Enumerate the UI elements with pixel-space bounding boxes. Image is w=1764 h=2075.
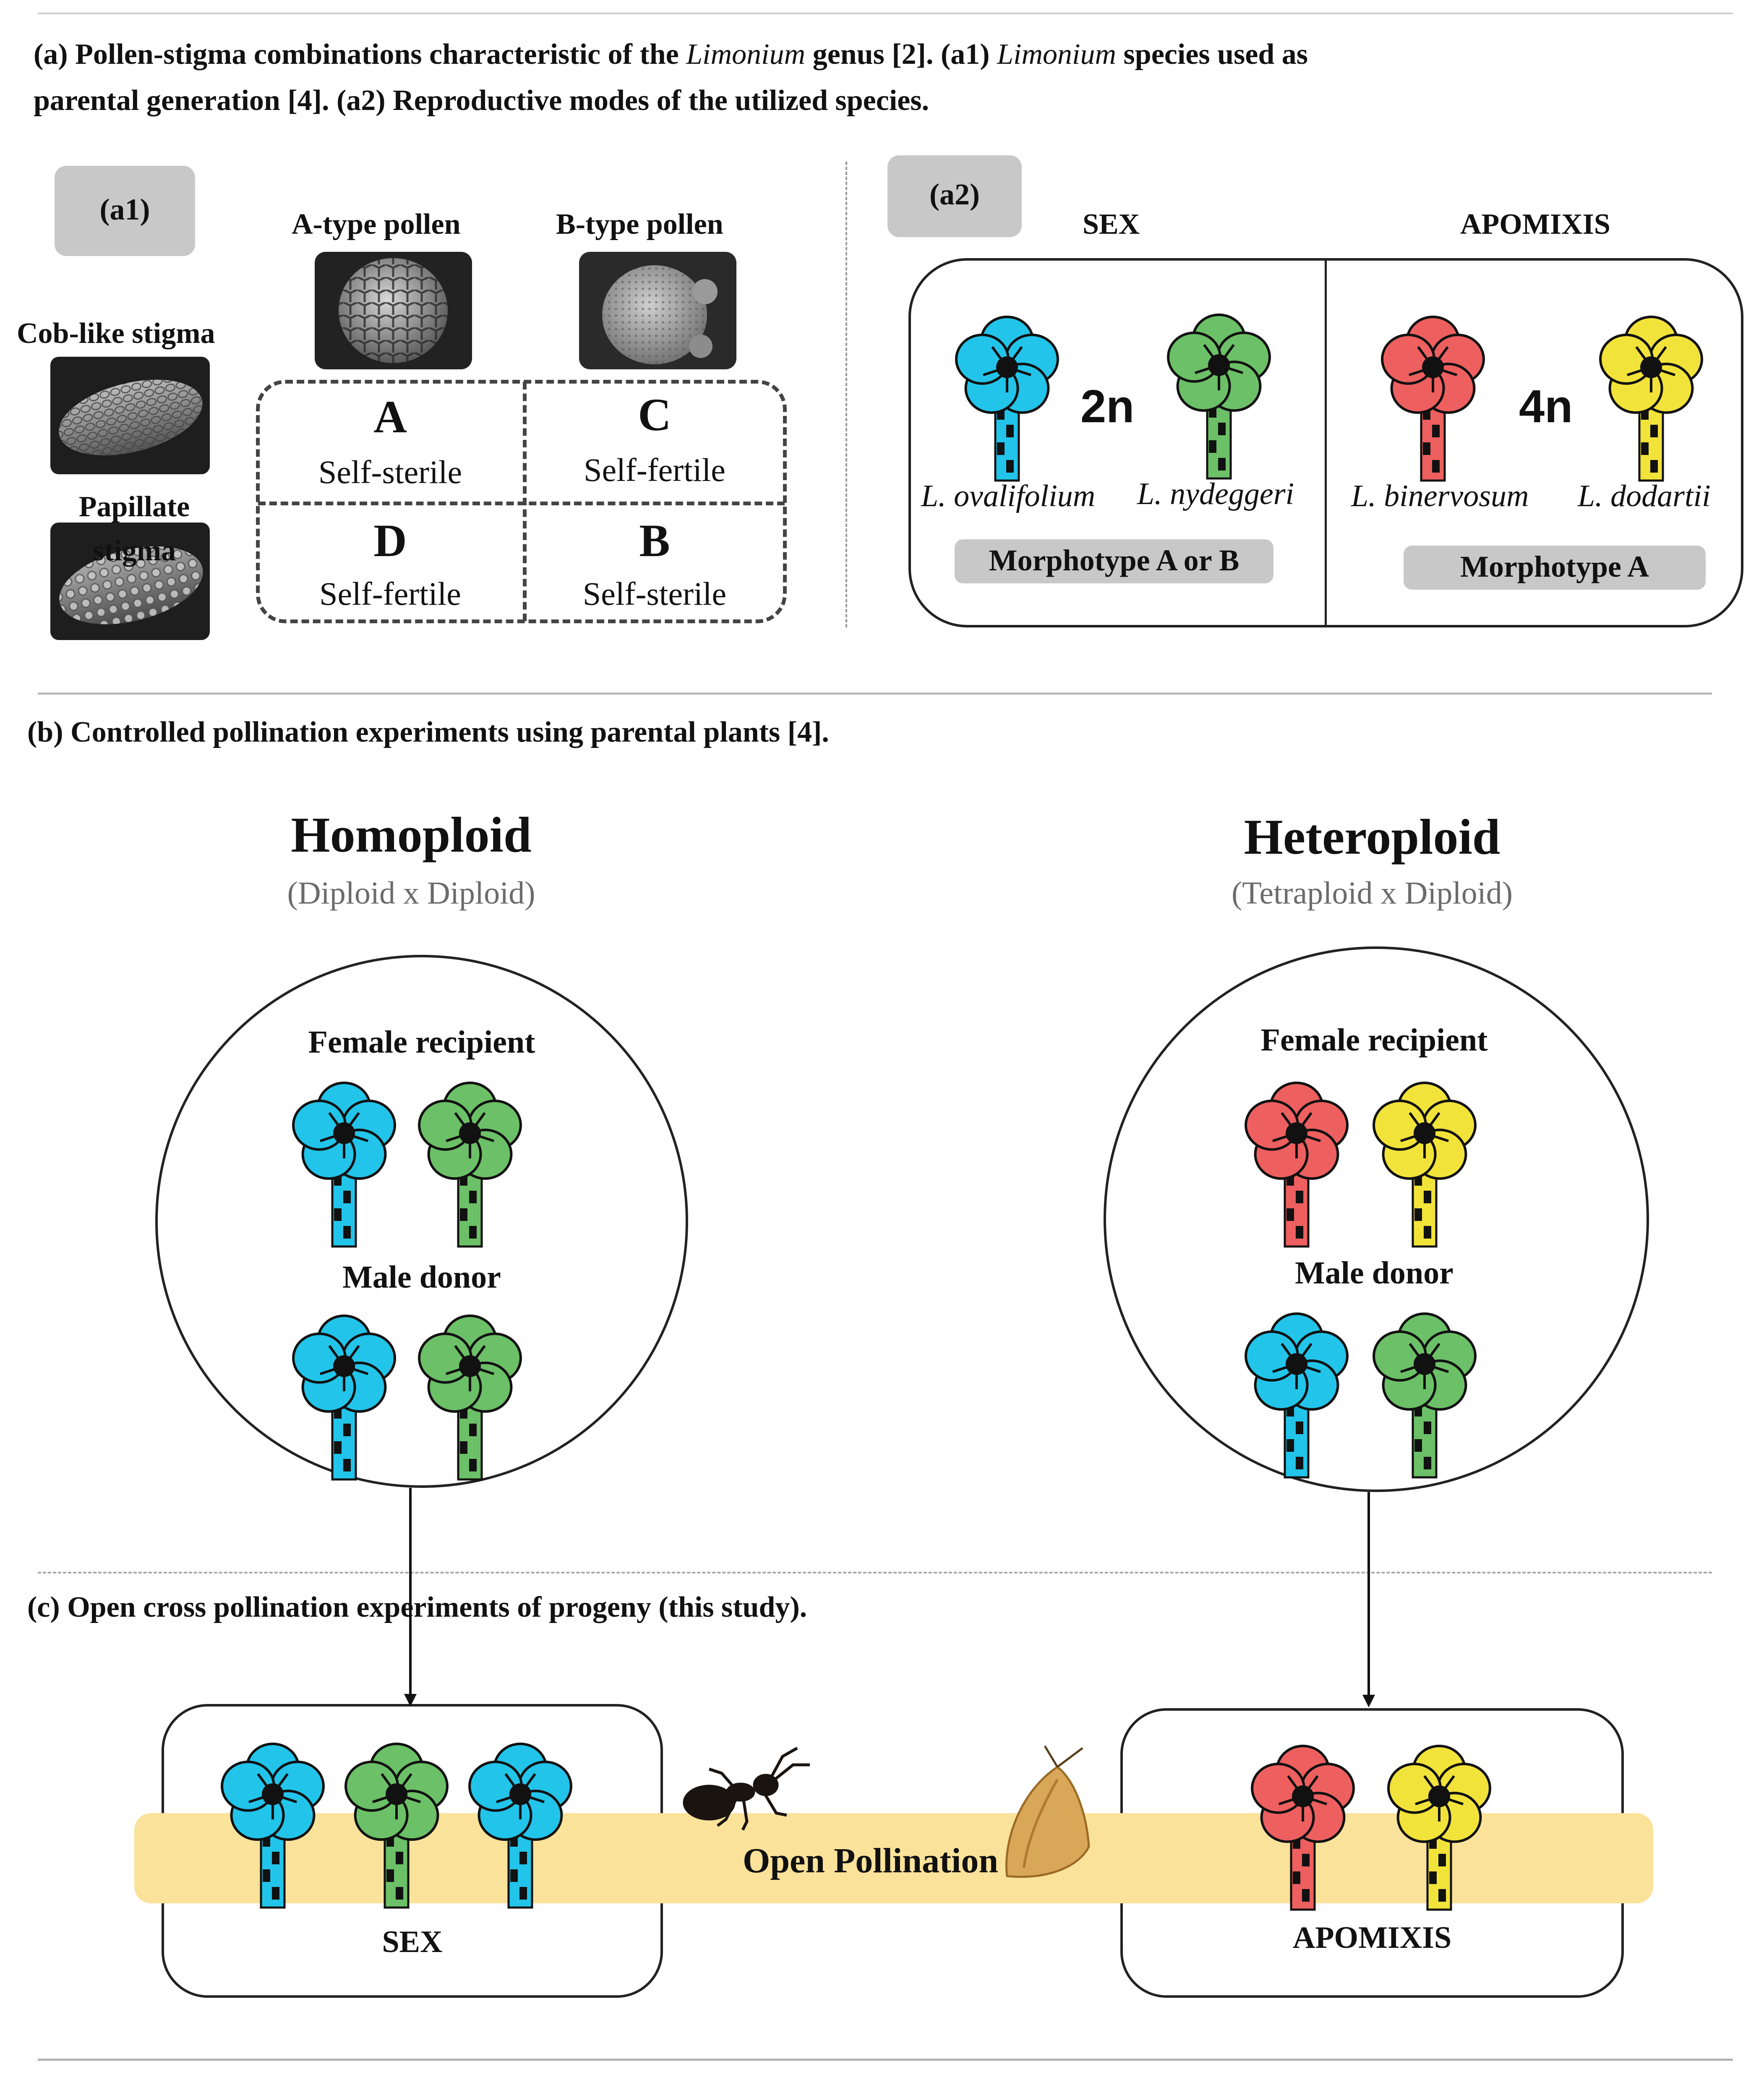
caption-a-genus2: Limonium <box>997 38 1117 71</box>
ant-icon <box>683 1746 810 1831</box>
a2-apomixis-heading: APOMIXIS <box>1460 208 1610 240</box>
morph-left-chip <box>955 539 1273 583</box>
a2-divider <box>1325 259 1327 626</box>
pollen-a-label: A-type pollen <box>292 208 461 240</box>
grid-cell-a-text: Self-sterile <box>318 454 462 490</box>
top-rule <box>38 13 1733 14</box>
heteroploid-subtitle: (Tetraploid x Diploid) <box>1231 875 1513 911</box>
ploidy-2n: 2n <box>1080 381 1135 432</box>
sex-box-label: SEX <box>382 1925 443 1959</box>
caption-a-line2: parental generation [4]. (a2) Reproducti… <box>34 84 929 117</box>
a2-tag-chip <box>887 155 1022 237</box>
caption-a-line1: (a) Pollen-stigma combinations character… <box>34 38 1308 71</box>
grid-cell-d-text: Self-fertile <box>319 575 461 612</box>
grid-cell-d-letter: D <box>373 515 407 566</box>
ploidy-4n: 4n <box>1519 381 1573 432</box>
rule-c <box>38 1572 1712 1573</box>
species-ovalifolium: L. ovalifolium <box>921 479 1096 513</box>
pollen-b-graphic <box>602 265 718 364</box>
species-dodartii: L. dodartii <box>1578 479 1711 513</box>
stigma-cob-label: Cob-like stigma <box>17 317 215 350</box>
a2-tag: (a2) <box>929 178 980 211</box>
homoploid-subtitle: (Diploid x Diploid) <box>287 875 535 911</box>
morph-right-chip <box>1404 546 1706 590</box>
caption-a-text1: (a) Pollen-stigma combinations character… <box>34 38 686 71</box>
grid-cell-b-text: Self-sterile <box>582 575 727 612</box>
caption-c: (c) Open cross pollination experiments o… <box>27 1591 807 1623</box>
caption-b: (b) Controlled pollination experiments u… <box>27 716 829 748</box>
species-binervosum: L. binervosum <box>1351 479 1529 513</box>
pollen-a-graphic <box>339 258 448 363</box>
pollen-stigma-grid <box>256 380 787 623</box>
pollen-b-label: B-type pollen <box>556 208 723 240</box>
grid-hline <box>258 502 785 505</box>
morph-right: Morphotype A <box>1460 550 1649 583</box>
stigma-cob-graphic <box>59 379 203 455</box>
a1-tag: (a1) <box>99 193 150 226</box>
hetero-male-label: Male donor <box>1295 1255 1453 1291</box>
homo-female-label: Female recipient <box>308 1024 535 1060</box>
grid-cell-a-letter: A <box>373 391 407 442</box>
rule-b <box>38 693 1712 695</box>
caption-a-text3: species used as <box>1116 38 1308 71</box>
heteroploid-title: Heteroploid <box>1244 809 1500 865</box>
species-nydeggeri: L. nydeggeri <box>1137 477 1294 511</box>
stigma-pap-image <box>50 523 210 640</box>
grid-cell-b-letter: B <box>639 515 670 566</box>
stigma-pap-graphic <box>59 546 203 625</box>
caption-a-genus1: Limonium <box>686 38 806 71</box>
hetero-female-label: Female recipient <box>1260 1022 1488 1058</box>
grid-vline <box>523 382 527 621</box>
moth-icon <box>1005 1745 1090 1878</box>
grid-cell-c-text: Self-fertile <box>584 452 725 488</box>
stigma-cob-image <box>50 357 210 474</box>
morph-left: Morphotype A or B <box>989 544 1239 577</box>
panel-separator <box>845 162 847 627</box>
a2-sex-heading: SEX <box>1083 208 1140 240</box>
homoploid-circle <box>155 955 688 1488</box>
homo-male-label: Male donor <box>342 1260 501 1295</box>
bottom-rule <box>38 2059 1733 2061</box>
stigma-pap-label: Papillate stigma <box>78 491 190 567</box>
caption-a-text2: genus [2]. (a1) <box>805 38 997 71</box>
grid-cell-c-letter: C <box>638 389 671 440</box>
a1-tag-chip <box>55 166 195 256</box>
homoploid-title: Homoploid <box>291 807 532 862</box>
open-pollination-label: Open Pollination <box>743 1841 999 1880</box>
pollen-b-image <box>579 252 736 369</box>
apomixis-box-label: APOMIXIS <box>1292 1921 1452 1955</box>
pollen-a-image <box>315 252 472 369</box>
heteroploid-circle <box>1104 946 1649 1492</box>
